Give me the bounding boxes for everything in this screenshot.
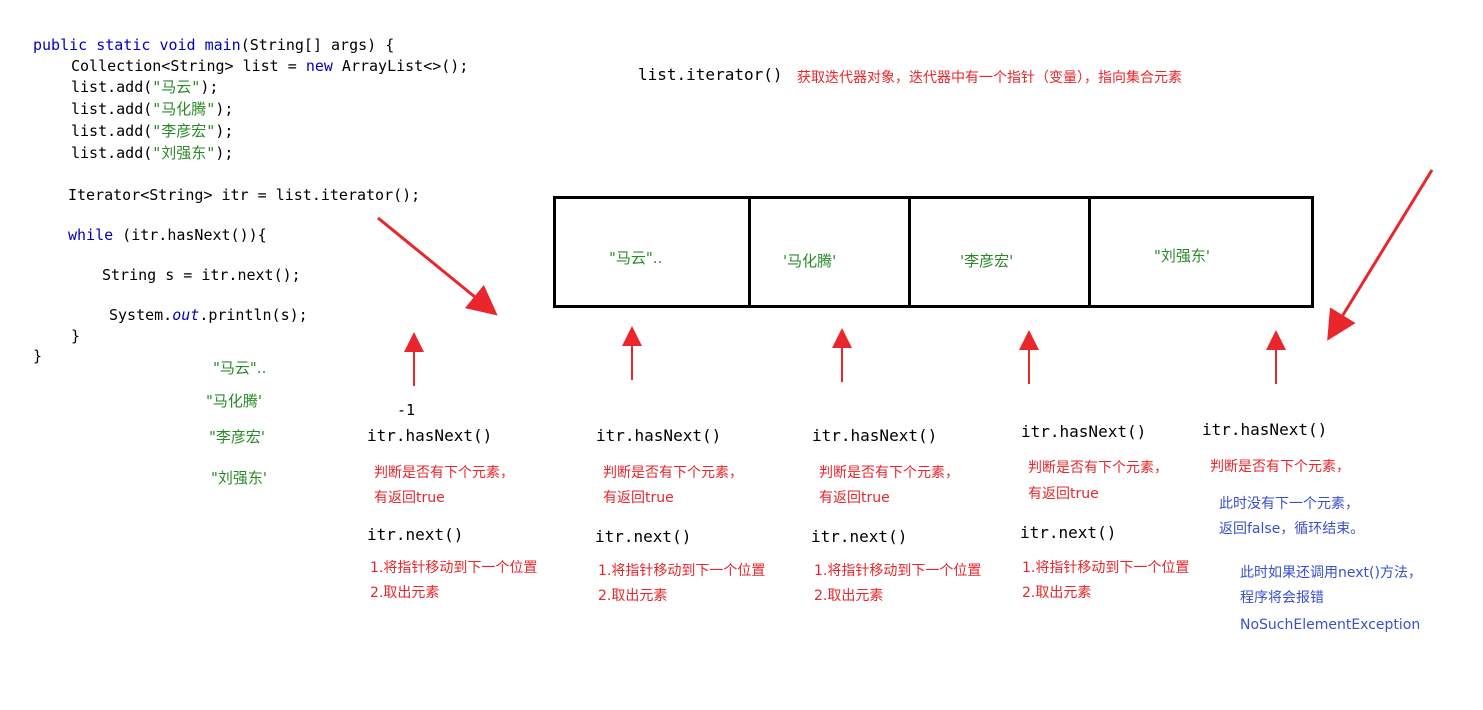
output-line-2: "马化腾' [206,392,263,410]
hasnext-return: 有返回true [374,490,445,506]
add-end: ); [200,78,219,96]
hasnext-return: 有返回true [603,490,674,506]
hasnext-judge: 判断是否有下个元素， [374,465,514,481]
add-arg: "马云" [152,78,201,96]
keyword-public: public [33,36,88,54]
system-ref: System. [109,306,173,324]
next-call: itr.next() [367,525,464,544]
warning-note: 此时如果还调用next()方法， [1240,565,1422,581]
code-line-println: System.out.println(s); [109,305,308,325]
keyword-new: new [305,57,333,75]
collection-cell-1: "马云".. [553,196,751,308]
add-end: ); [215,100,234,118]
add-arg: "刘强东" [152,144,216,162]
add-end: ); [215,122,234,140]
next-call: itr.next() [1020,523,1117,542]
code-line-add-4: list.add("刘强东"); [71,143,233,163]
hasnext-call: itr.hasNext() [1021,422,1147,441]
println-call: .println(s); [199,306,308,324]
exception-name: NoSuchElementException [1240,617,1421,633]
output-line-4: "刘强东' [211,469,268,487]
iterator-call: list.iterator() [638,65,783,84]
return-false-note: 返回false，循环结束。 [1219,521,1365,537]
pointer-index-label: -1 [397,401,416,419]
next-step-move: 1.将指针移动到下一个位置 [370,560,538,576]
iterator-desc: 获取迭代器对象，迭代器中有一个指针（变量），指向集合元素 [797,70,1182,86]
cell-value: '马化腾' [783,252,837,270]
collection-cell-2: '马化腾' [748,196,911,308]
add-arg: "李彦宏" [152,122,216,140]
code-line-next: String s = itr.next(); [102,266,301,284]
diagonal-arrow-right [1327,169,1434,341]
out-field: out [172,306,200,324]
hasnext-call: itr.hasNext() [596,426,722,445]
diagonal-arrow-left [377,216,498,316]
hasnext-judge: 判断是否有下个元素， [1210,459,1350,475]
hasnext-call: itr.hasNext() [1202,420,1328,439]
hasnext-judge: 判断是否有下个元素， [819,465,959,481]
method-main: main [204,36,241,54]
next-call: itr.next() [595,527,692,546]
hasnext-call: itr.hasNext() [812,426,938,445]
code-line-add-1: list.add("马云"); [71,77,218,97]
add-call: list.add( [71,144,153,162]
add-arg: "马化腾" [152,100,216,118]
next-step-take: 2.取出元素 [814,588,884,604]
output-line-1: "马云".. [213,359,267,377]
hasnext-return: 有返回true [1028,486,1099,502]
code-line-collection: Collection<String> list = new ArrayList<… [71,56,468,76]
code-close-main: } [33,347,43,365]
next-step-move: 1.将指针移动到下一个位置 [814,563,982,579]
arraylist-ctor: ArrayList<>(); [332,57,469,75]
next-step-move: 1.将指针移动到下一个位置 [1022,560,1190,576]
code-close-while: } [71,327,81,345]
next-call: itr.next() [811,527,908,546]
while-condition: (itr.hasNext()){ [113,226,267,244]
cell-value: '李彦宏' [960,252,1014,270]
hasnext-judge: 判断是否有下个元素， [1028,460,1168,476]
add-call: list.add( [71,100,153,118]
collection-cell-3: '李彦宏' [908,196,1091,308]
keyword-void: void [159,36,196,54]
error-note: 程序将会报错 [1240,590,1324,606]
cell-value: "刘强东' [1154,247,1211,265]
collection-cell-4: "刘强东' [1088,196,1314,308]
code-line-main: public static void main(String[] args) { [33,35,394,55]
hasnext-return: 有返回true [819,490,890,506]
next-step-take: 2.取出元素 [598,588,668,604]
output-line-3: "李彦宏' [209,428,266,446]
no-next-note: 此时没有下一个元素， [1219,496,1359,512]
keyword-while: while [68,226,114,244]
collection-decl: Collection<String> list = [71,57,306,75]
add-end: ); [215,144,234,162]
hasnext-judge: 判断是否有下个元素， [603,465,743,481]
cell-value: "马云".. [609,249,663,267]
next-step-move: 1.将指针移动到下一个位置 [598,563,766,579]
code-line-while: while (itr.hasNext()){ [68,225,267,245]
code-line-iterator: Iterator<String> itr = list.iterator(); [68,186,421,204]
keyword-static: static [96,36,151,54]
next-step-take: 2.取出元素 [1022,585,1092,601]
code-line-add-2: list.add("马化腾"); [71,99,233,119]
add-call: list.add( [71,78,153,96]
main-signature: (String[] args) { [240,36,395,54]
next-step-take: 2.取出元素 [370,585,440,601]
code-line-add-3: list.add("李彦宏"); [71,121,233,141]
add-call: list.add( [71,122,153,140]
hasnext-call: itr.hasNext() [367,426,493,445]
